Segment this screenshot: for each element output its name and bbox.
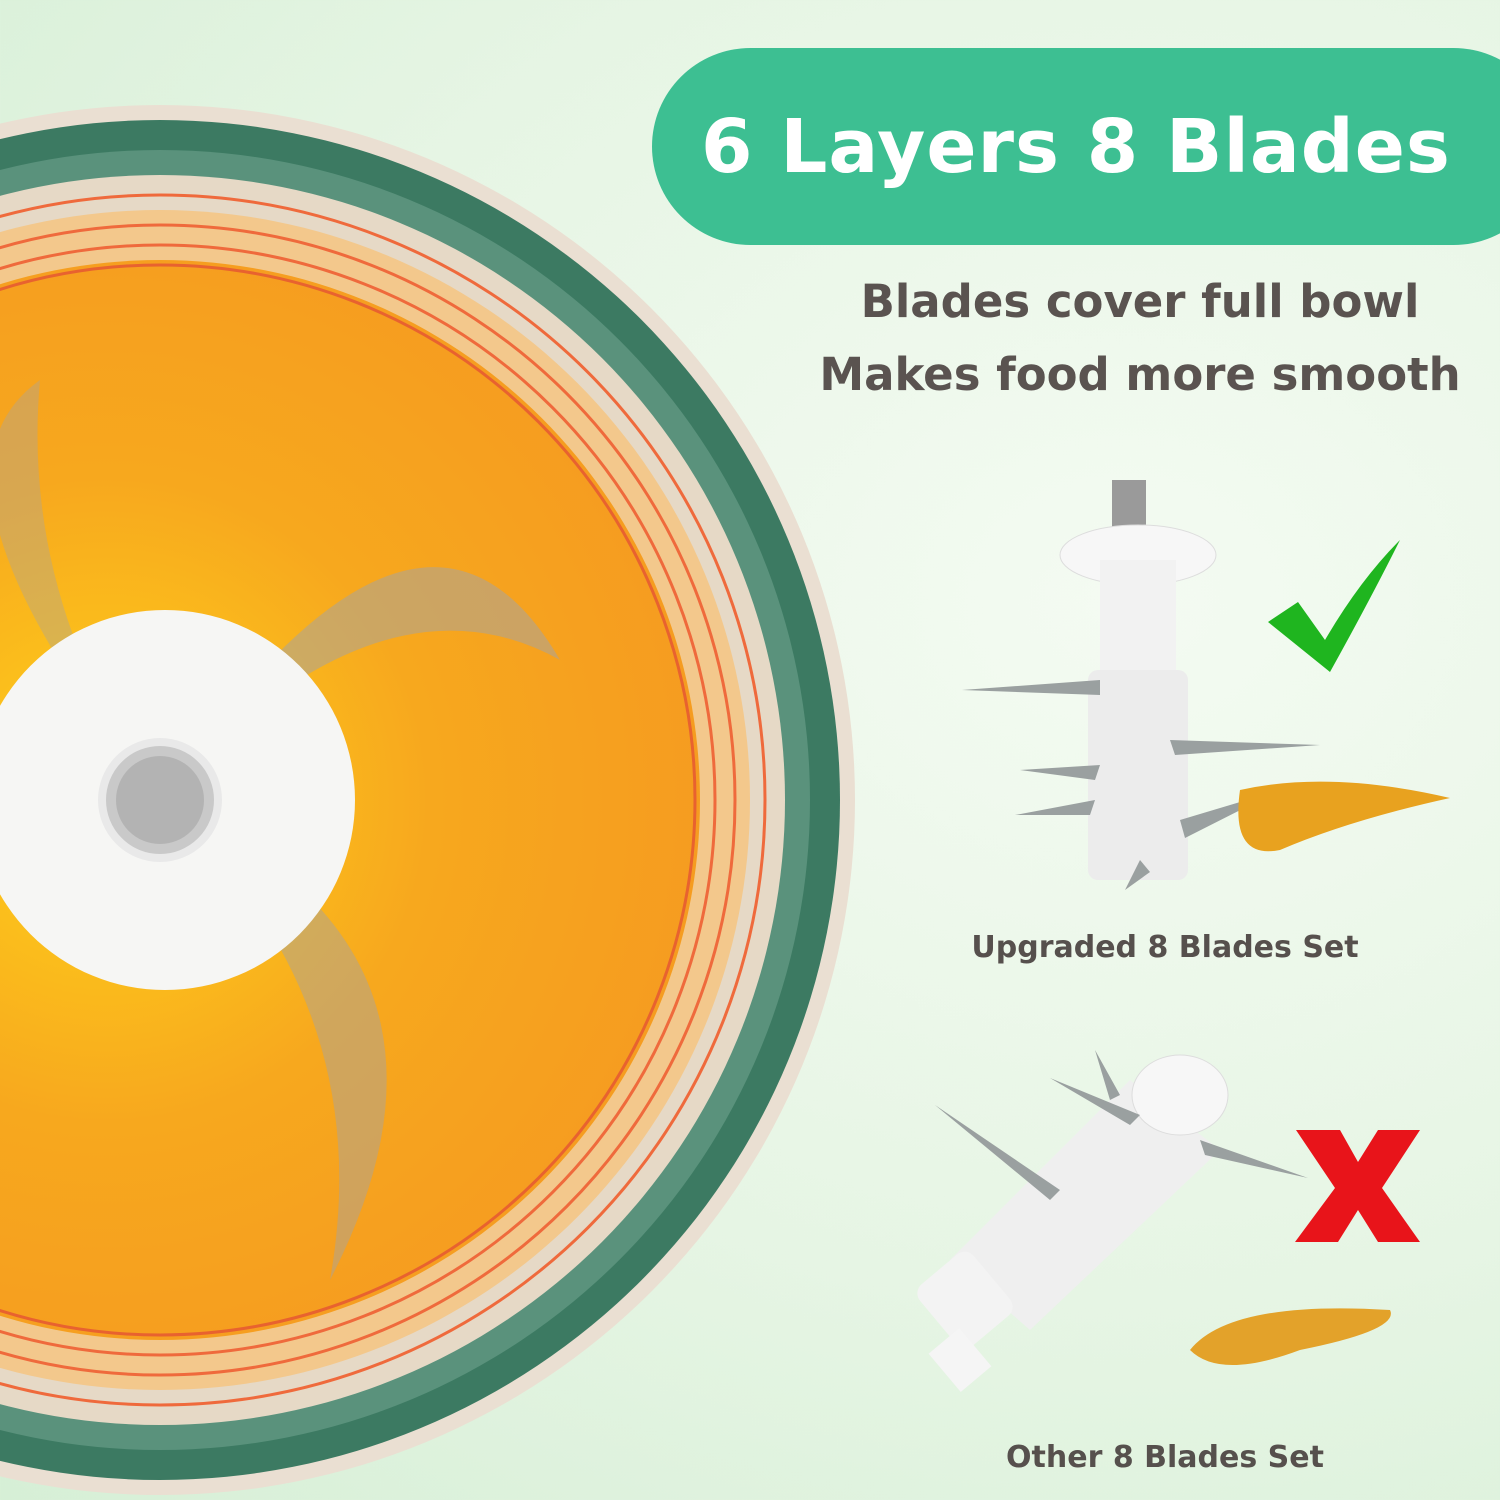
puree-coarse	[1190, 1308, 1391, 1365]
headline-banner	[652, 48, 1500, 245]
subtitle-line-1: Blades cover full bowl	[860, 275, 1420, 328]
bowl-top-view	[0, 105, 855, 1495]
subtitle-line-2: Makes food more smooth	[819, 348, 1461, 401]
other-set-label: Other 8 Blades Set	[1006, 1440, 1324, 1475]
upgraded-blade-set-image	[962, 480, 1450, 890]
headline: 6 Layers 8 Blades	[701, 103, 1451, 190]
puree-smooth	[1238, 781, 1450, 852]
x-icon	[1295, 1130, 1420, 1242]
upgraded-set-label: Upgraded 8 Blades Set	[971, 930, 1359, 965]
check-icon	[1268, 540, 1400, 672]
other-blade-set-image	[917, 1050, 1391, 1393]
